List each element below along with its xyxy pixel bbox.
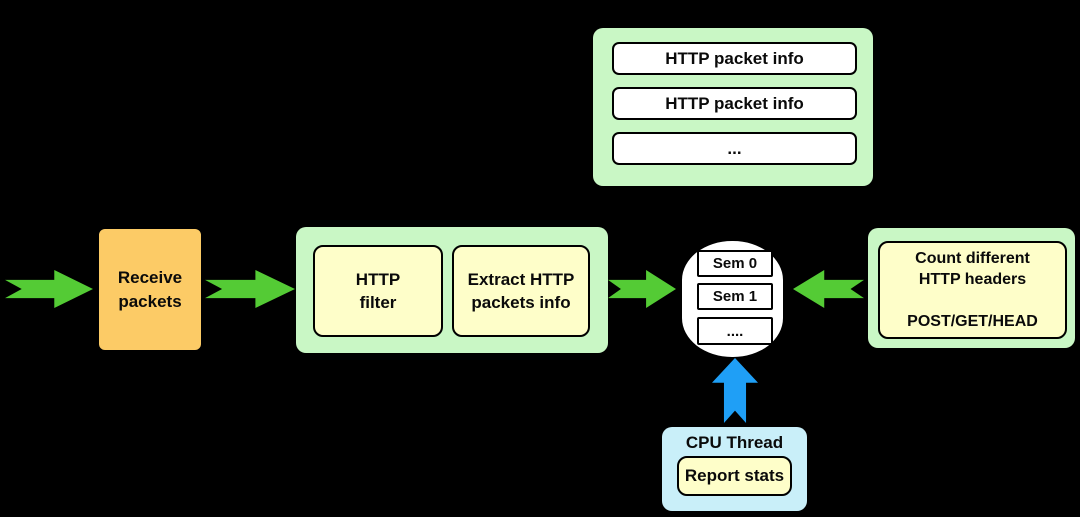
count-headers-box: Count different HTTP headers POST/GET/HE… <box>878 241 1067 339</box>
sem-ellipsis-label: .... <box>726 322 744 340</box>
packet-queue-item-1: HTTP packet info <box>612 42 857 75</box>
receive-packets-label: Receive packets <box>117 268 183 311</box>
counter-to-sem-arrow-icon <box>793 270 864 308</box>
sem-ellipsis-box: .... <box>697 317 773 345</box>
packet-queue-item-2: HTTP packet info <box>612 87 857 120</box>
packet-queue-item-ellipsis: ... <box>612 132 857 165</box>
extract-http-box: Extract HTTP packets info <box>452 245 590 337</box>
input-flow-arrow-icon <box>5 270 93 308</box>
packet-queue-item-1-label: HTTP packet info <box>665 48 804 68</box>
report-stats-label: Report stats <box>684 466 785 485</box>
http-filter-label: HTTP filter <box>355 269 401 312</box>
sem-1-box: Sem 1 <box>697 283 773 310</box>
sem-1-label: Sem 1 <box>712 288 758 305</box>
sem-0-box: Sem 0 <box>697 250 773 277</box>
cpu-to-sem-arrow-icon <box>712 358 758 423</box>
filter-to-sem-arrow-icon <box>608 270 676 308</box>
http-filter-box: HTTP filter <box>313 245 443 337</box>
receive-to-filter-arrow-icon <box>205 270 295 308</box>
report-stats-box: Report stats <box>677 456 792 496</box>
count-headers-label: Count different HTTP headers POST/GET/HE… <box>907 249 1038 331</box>
receive-packets-box: Receive packets <box>97 227 203 352</box>
packet-queue-item-ellipsis-label: ... <box>727 138 742 158</box>
cpu-thread-title-label: CPU Thread <box>685 433 784 452</box>
sem-0-label: Sem 0 <box>712 255 758 272</box>
cpu-thread-title: CPU Thread <box>662 431 807 455</box>
extract-http-label: Extract HTTP packets info <box>467 269 575 312</box>
packet-queue-item-2-label: HTTP packet info <box>665 93 804 113</box>
